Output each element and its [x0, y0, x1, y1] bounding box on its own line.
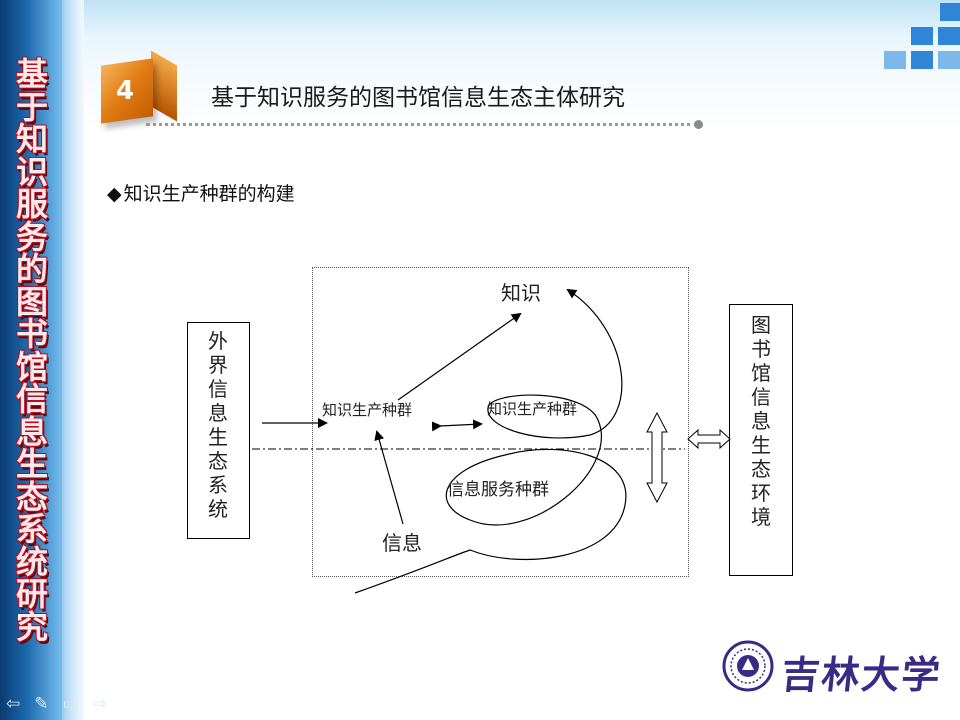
label-knowledge-production-2: 知识生产种群 — [487, 400, 578, 418]
pen-icon[interactable]: ✎ — [34, 694, 49, 714]
title-divider — [146, 123, 698, 126]
next-arrow-icon[interactable]: ⇨ — [92, 694, 107, 714]
label-info-service: 信息服务种群 — [447, 480, 549, 500]
external-ecosystem-label: 外界信息生态系统 — [208, 329, 228, 521]
label-knowledge: 知识 — [501, 281, 541, 305]
university-logo — [722, 640, 774, 696]
university-name: 吉林大学 — [779, 652, 945, 697]
diamond-bullet-icon: ◆ — [107, 183, 122, 205]
sidebar-stripe — [62, 0, 84, 720]
divider-end-dot — [694, 120, 703, 129]
sidebar-title: 基于知识服务的图书馆信息生态系统研究 — [15, 55, 48, 646]
external-ecosystem-box: 外界信息生态系统 — [187, 322, 250, 539]
bullet-text: 知识生产种群的构建 — [123, 183, 295, 205]
menu-icon[interactable]: ▭ — [62, 694, 79, 714]
slide-navigation: ⇦ ✎ ▭ ⇨ — [6, 694, 107, 714]
horizontal-double-arrow — [687, 428, 731, 450]
page-title: 基于知识服务的图书馆信息生态主体研究 — [211, 85, 625, 111]
label-info: 信息 — [382, 531, 422, 555]
sidebar: 基于知识服务的图书馆信息生态系统研究 — [0, 0, 84, 720]
number-badge-side — [151, 50, 177, 122]
top-band — [84, 0, 960, 55]
prev-arrow-icon[interactable]: ⇦ — [6, 694, 21, 714]
library-environment-label: 图书馆信息生态环境 — [751, 313, 771, 529]
library-environment-box: 图书馆信息生态环境 — [729, 304, 793, 576]
bullet-heading: ◆知识生产种群的构建 — [107, 179, 295, 206]
label-knowledge-production-1: 知识生产种群 — [322, 401, 413, 419]
diagram-frame — [312, 267, 689, 577]
section-number: 4 — [116, 76, 135, 106]
university-seal-icon — [722, 640, 774, 692]
